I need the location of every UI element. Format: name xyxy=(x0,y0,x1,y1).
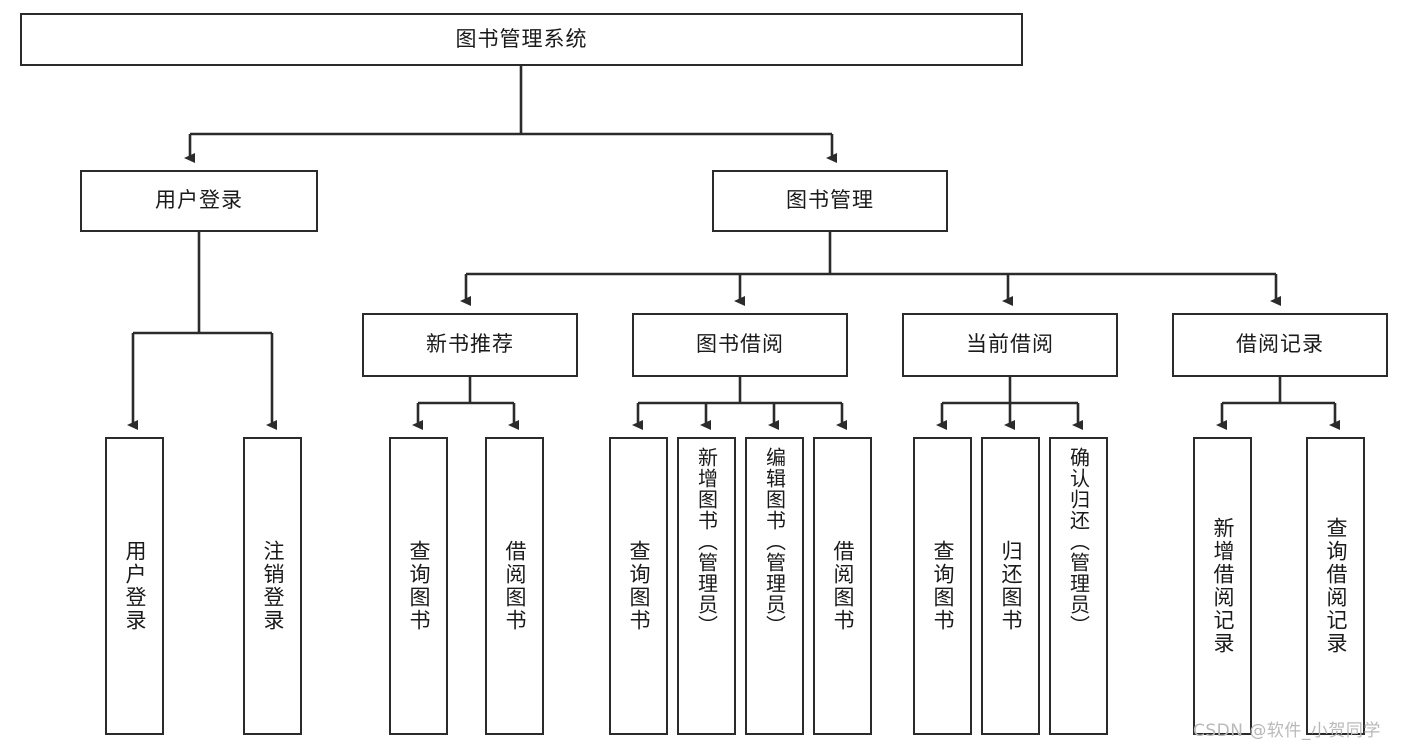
node-borrow-record[interactable]: 借阅记录 xyxy=(1172,313,1388,377)
node-borrow-record-label: 借阅记录 xyxy=(1236,332,1324,357)
node-leaf-user-login[interactable]: 用户登录 xyxy=(105,437,164,735)
node-book-management[interactable]: 图书管理 xyxy=(712,170,948,232)
node-leaf-add-borrow-record[interactable]: 新增借阅记录 xyxy=(1193,437,1252,735)
node-book-borrow[interactable]: 图书借阅 xyxy=(632,313,848,377)
node-book-borrow-label: 图书借阅 xyxy=(696,332,784,357)
node-leaf-edit-book-admin[interactable]: 编辑图书（管理员） xyxy=(745,437,804,735)
node-leaf-query-book-borrow[interactable]: 查询图书 xyxy=(609,437,668,735)
node-leaf-confirm-return-admin[interactable]: 确认归还（管理员） xyxy=(1049,437,1108,735)
node-leaf-query-book-recommend[interactable]: 查询图书 xyxy=(389,437,448,735)
node-leaf-borrow-book-recommend[interactable]: 借阅图书 xyxy=(485,437,544,735)
node-leaf-logout-login-label: 注销登录 xyxy=(261,540,285,632)
node-book-management-label: 图书管理 xyxy=(786,188,874,213)
node-leaf-add-book-admin-label: 新增图书（管理员） xyxy=(694,447,719,636)
node-leaf-user-login-label: 用户登录 xyxy=(123,540,147,632)
node-current-borrow[interactable]: 当前借阅 xyxy=(902,313,1118,377)
node-root-label: 图书管理系统 xyxy=(455,26,588,51)
node-leaf-return-book[interactable]: 归还图书 xyxy=(981,437,1040,735)
node-leaf-query-borrow-record[interactable]: 查询借阅记录 xyxy=(1306,437,1365,735)
node-new-book-recommend[interactable]: 新书推荐 xyxy=(362,313,578,377)
node-leaf-query-book-recommend-label: 查询图书 xyxy=(407,540,431,632)
node-leaf-confirm-return-admin-label: 确认归还（管理员） xyxy=(1066,447,1091,636)
node-leaf-logout-login[interactable]: 注销登录 xyxy=(243,437,302,735)
node-leaf-borrow-book[interactable]: 借阅图书 xyxy=(813,437,872,735)
node-root[interactable]: 图书管理系统 xyxy=(20,13,1023,66)
node-user-login-label: 用户登录 xyxy=(155,188,243,213)
node-leaf-query-book-current[interactable]: 查询图书 xyxy=(913,437,972,735)
node-current-borrow-label: 当前借阅 xyxy=(966,332,1054,357)
node-user-login[interactable]: 用户登录 xyxy=(80,170,318,232)
node-leaf-query-book-current-label: 查询图书 xyxy=(931,540,955,632)
node-leaf-borrow-book-label: 借阅图书 xyxy=(831,540,855,632)
node-leaf-add-book-admin[interactable]: 新增图书（管理员） xyxy=(677,437,736,735)
node-leaf-edit-book-admin-label: 编辑图书（管理员） xyxy=(762,447,787,636)
node-leaf-add-borrow-record-label: 新增借阅记录 xyxy=(1211,517,1235,655)
node-leaf-query-borrow-record-label: 查询借阅记录 xyxy=(1324,517,1348,655)
node-leaf-borrow-book-recommend-label: 借阅图书 xyxy=(503,540,527,632)
node-new-book-recommend-label: 新书推荐 xyxy=(426,332,514,357)
csdn-watermark: CSDN @软件_小贺同学 xyxy=(1193,721,1381,741)
node-leaf-return-book-label: 归还图书 xyxy=(999,540,1023,632)
node-leaf-query-book-borrow-label: 查询图书 xyxy=(627,540,651,632)
